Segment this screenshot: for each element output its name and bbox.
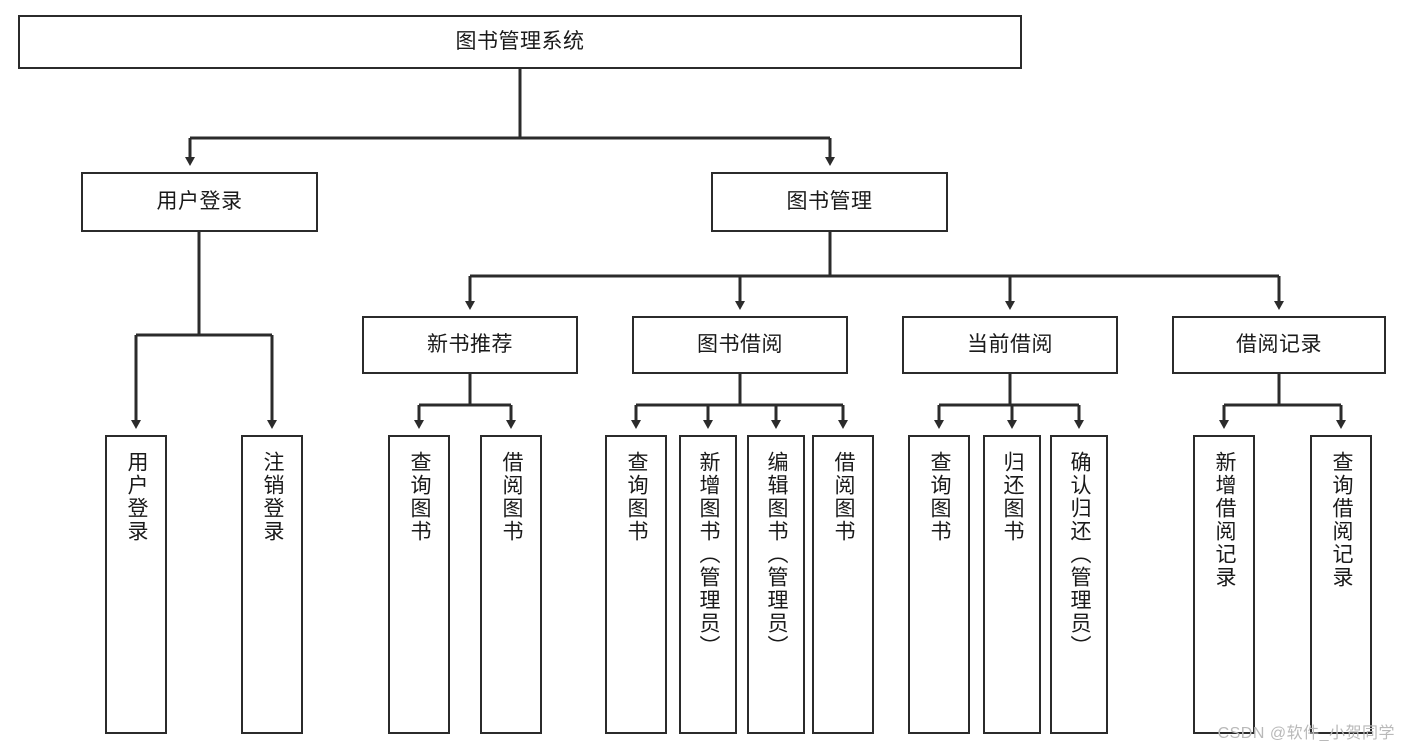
node-user-login-label: 用户登录	[156, 189, 243, 213]
node-leaf-query-book-2[interactable]: 查询图书	[605, 435, 667, 734]
node-leaf-borrow-book-2-label: 借阅图书	[832, 451, 856, 543]
node-leaf-borrow-book-2[interactable]: 借阅图书	[812, 435, 874, 734]
node-leaf-logout-label: 注销登录	[261, 451, 285, 543]
node-book-management-label: 图书管理	[786, 189, 873, 213]
node-current-borrowing-label: 当前借阅	[967, 332, 1053, 356]
node-leaf-query-book-3[interactable]: 查询图书	[908, 435, 970, 734]
node-leaf-query-borrow-record[interactable]: 查询借阅记录	[1310, 435, 1372, 734]
node-leaf-return-book[interactable]: 归还图书	[983, 435, 1041, 734]
node-new-book-recommendation-label: 新书推荐	[427, 332, 513, 356]
node-leaf-add-book-admin[interactable]: 新增图书（管理员）	[679, 435, 737, 734]
node-leaf-edit-book-admin[interactable]: 编辑图书（管理员）	[747, 435, 805, 734]
node-root-system-label: 图书管理系统	[455, 29, 585, 53]
node-leaf-query-book-3-label: 查询图书	[928, 451, 952, 543]
node-book-borrowing[interactable]: 图书借阅	[632, 316, 848, 374]
node-book-management[interactable]: 图书管理	[711, 172, 948, 232]
node-leaf-return-book-label: 归还图书	[1001, 451, 1025, 543]
node-leaf-add-borrow-record[interactable]: 新增借阅记录	[1193, 435, 1255, 734]
node-user-login[interactable]: 用户登录	[81, 172, 318, 232]
node-leaf-confirm-return-admin[interactable]: 确认归还（管理员）	[1050, 435, 1108, 734]
node-current-borrowing[interactable]: 当前借阅	[902, 316, 1118, 374]
node-leaf-confirm-return-admin-label: 确认归还（管理员）	[1068, 451, 1092, 658]
node-leaf-borrow-book-1-label: 借阅图书	[500, 451, 524, 543]
node-leaf-user-login[interactable]: 用户登录	[105, 435, 167, 734]
node-borrowing-record[interactable]: 借阅记录	[1172, 316, 1386, 374]
node-new-book-recommendation[interactable]: 新书推荐	[362, 316, 578, 374]
node-leaf-logout[interactable]: 注销登录	[241, 435, 303, 734]
node-leaf-add-book-admin-label: 新增图书（管理员）	[697, 451, 721, 658]
node-leaf-query-book-1-label: 查询图书	[408, 451, 432, 543]
node-leaf-user-login-label: 用户登录	[125, 451, 149, 543]
node-leaf-query-borrow-record-label: 查询借阅记录	[1330, 451, 1354, 589]
node-leaf-borrow-book-1[interactable]: 借阅图书	[480, 435, 542, 734]
node-borrowing-record-label: 借阅记录	[1236, 332, 1322, 356]
csdn-watermark: CSDN @软件_小贺同学	[1217, 725, 1395, 742]
node-leaf-query-book-1[interactable]: 查询图书	[388, 435, 450, 734]
node-book-borrowing-label: 图书借阅	[697, 332, 783, 356]
node-root-system[interactable]: 图书管理系统	[18, 15, 1022, 69]
node-leaf-edit-book-admin-label: 编辑图书（管理员）	[765, 451, 789, 658]
node-leaf-query-book-2-label: 查询图书	[625, 451, 649, 543]
node-leaf-add-borrow-record-label: 新增借阅记录	[1213, 451, 1237, 589]
